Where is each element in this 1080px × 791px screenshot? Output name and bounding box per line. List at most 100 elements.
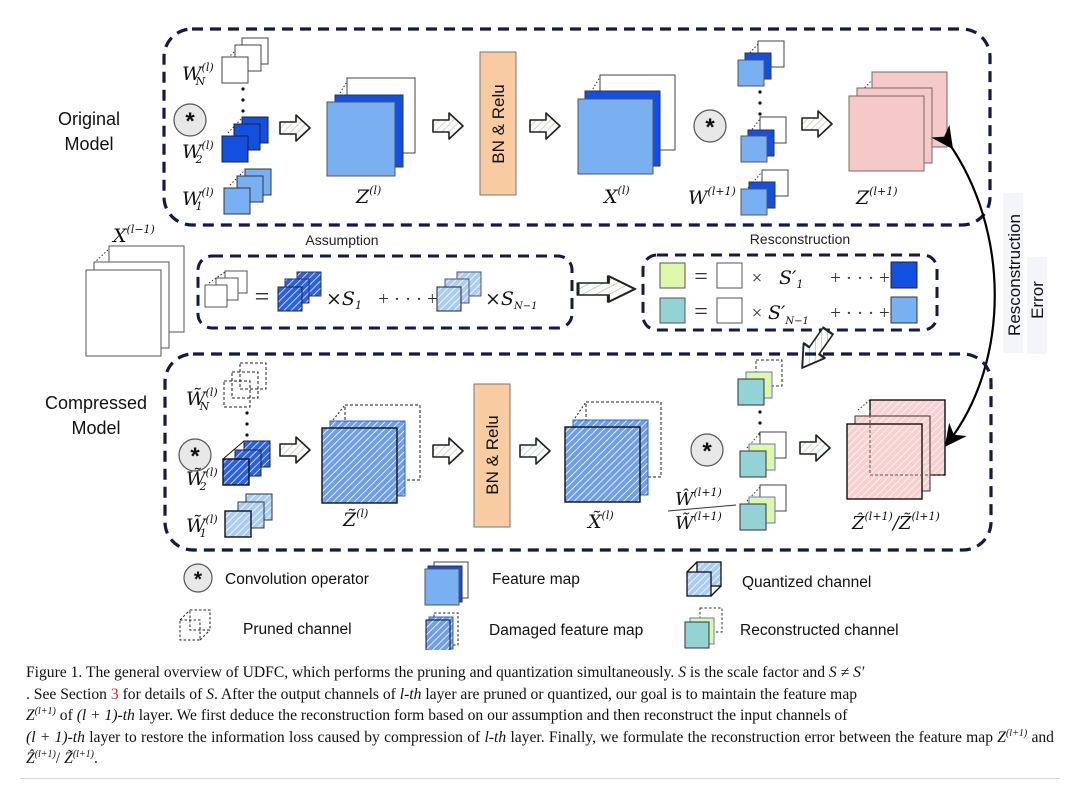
reconstructed-channel-stack-mid-icon	[739, 431, 787, 478]
flow-arrow-icon	[519, 437, 551, 465]
pruned-channel-stack-icon	[223, 362, 267, 408]
svg-text:Quantized channel: Quantized channel	[742, 574, 871, 591]
compressed-model-frame	[163, 352, 993, 552]
figure-caption: Figure 1. The general overview of UDFC, …	[26, 664, 1054, 767]
reconstruction-error-label-line1: Resconstruction	[1005, 214, 1024, 336]
compressed-model-row: Compressed Model * W̃(l)N W̃(l)2	[45, 352, 993, 552]
damaged-feature-map-icon	[425, 612, 459, 650]
svg-text:Feature map: Feature map	[492, 571, 580, 588]
section-reference-link[interactable]: 3	[110, 685, 119, 703]
w-tilde-1-label: W̃(l)1	[186, 513, 218, 540]
convolution-operator-icon: *	[178, 438, 212, 472]
legend-item-damaged: Damaged feature map	[425, 612, 643, 650]
svg-text:Reconstructed channel: Reconstructed channel	[740, 622, 899, 639]
legend-item-pruned: Pruned channel	[179, 609, 352, 641]
svg-text:+ · · · +: + · · · +	[830, 303, 889, 324]
svg-text:S′1: S′1	[779, 267, 803, 291]
w1-label: W(l)1	[182, 186, 214, 213]
original-model-frame	[162, 27, 992, 227]
next-weight-stack-mid-icon	[740, 116, 787, 163]
quantized-channel-stack-w1-icon	[224, 493, 273, 538]
svg-text:*: *	[194, 568, 203, 591]
damaged-feature-map-x-icon	[564, 401, 662, 503]
legend-item-quantized: Quantized channel	[686, 561, 871, 597]
input-feature-map-icon	[85, 245, 185, 357]
channel-dark-blue-icon	[890, 261, 918, 289]
channel-light-blue-icon	[890, 296, 918, 324]
udfc-overview-diagram: Original Model * W(l)N W(l)2	[45, 27, 1047, 650]
svg-text:*: *	[190, 443, 200, 470]
ellipsis-dots	[758, 90, 762, 116]
original-channel-stack-icon	[204, 270, 248, 308]
x-label: X(l)	[602, 184, 630, 208]
svg-text:×SN−1: ×SN−1	[485, 288, 537, 312]
ellipsis-dots	[245, 411, 249, 437]
caption-divider	[20, 778, 1060, 779]
quantized-channel-stack-w2-icon	[222, 440, 271, 486]
svg-text:=: =	[255, 282, 270, 311]
reconstructed-channel-stack-top-icon	[737, 359, 783, 406]
svg-text:Convolution operator: Convolution operator	[225, 571, 369, 588]
quantized-channel-stack-dark-icon	[277, 271, 322, 312]
next-weight-stack-bottom-icon	[740, 169, 789, 216]
z-output-label: Ẑ(l+1)/Z̃(l+1)	[851, 510, 940, 534]
svg-text:*: *	[702, 438, 712, 465]
flow-arrow-icon	[432, 437, 464, 465]
reconstruction-to-compressed-arrow-icon	[790, 322, 840, 377]
flow-arrow-icon	[799, 434, 831, 462]
flow-arrow-icon	[432, 112, 464, 140]
ellipsis-dots	[241, 87, 245, 113]
z-label: Z(l)	[355, 184, 381, 208]
feature-map-z-icon	[326, 77, 416, 177]
reconstruction-error-label-line2: Error	[1028, 281, 1047, 319]
weight-stack-w1-icon	[223, 168, 272, 215]
legend-item-feature-map: Feature map	[424, 561, 580, 606]
feature-map-icon	[424, 561, 469, 606]
next-weight-stack-top-icon	[737, 40, 785, 87]
svg-text:S′N−1: S′N−1	[768, 302, 809, 327]
assumption-box: Assumption = ×S1 + · · · + ×SN−1	[196, 232, 574, 330]
reconstructed-channel-stack-bottom-icon	[739, 484, 787, 531]
original-model-label-line2: Model	[64, 134, 113, 154]
legend-item-reconstructed: Reconstructed channel	[684, 607, 899, 649]
compressed-model-label-line1: Compressed	[45, 393, 147, 413]
w2-label: W(l)2	[182, 139, 214, 166]
svg-text:Pruned channel: Pruned channel	[243, 621, 352, 638]
convolution-operator-icon: *	[183, 563, 213, 593]
damaged-feature-map-z-icon	[321, 404, 421, 504]
svg-text:=: =	[694, 264, 708, 290]
convolution-operator-icon: *	[693, 109, 727, 143]
flow-arrow-icon	[801, 110, 833, 138]
flow-arrow-icon	[529, 112, 561, 140]
svg-text:×: ×	[752, 268, 763, 289]
weight-stack-wnl-icon	[221, 37, 269, 84]
reconstruction-box: Resconstruction = × S′1 + · · · + = × S′…	[641, 231, 939, 332]
w-nl-label: W(l)N	[182, 61, 214, 88]
quantized-channel-stack-light-icon	[436, 271, 482, 312]
reconstruction-error-arrow	[931, 124, 996, 448]
w-tilde-nl-label: W̃(l)N	[186, 386, 218, 413]
reconstruction-title: Resconstruction	[750, 231, 850, 247]
svg-text:*: *	[185, 108, 195, 135]
x-tilde-label: X̃(l)	[586, 509, 614, 533]
svg-text:BN & Relu: BN & Relu	[489, 84, 508, 163]
legend: * Convolution operator Feature map Quant…	[179, 561, 899, 650]
bn-relu-block: BN & Relu	[479, 51, 517, 196]
convolution-operator-icon: *	[173, 103, 207, 137]
reconstructed-channel-icon	[684, 607, 723, 649]
reconstructed-channel-lime-icon	[659, 262, 686, 289]
z-next-label: Z(l+1)	[855, 185, 898, 209]
svg-text:×S1: ×S1	[326, 288, 362, 312]
svg-text:*: *	[705, 114, 715, 141]
svg-text:+ · · · +: + · · · +	[378, 289, 437, 310]
feature-map-x-icon	[577, 74, 676, 175]
original-model-label-line1: Original	[58, 109, 120, 129]
flow-arrow-icon	[279, 114, 311, 142]
svg-text:×: ×	[752, 303, 763, 324]
quantized-channel-icon	[686, 561, 722, 597]
convolution-operator-icon: *	[690, 433, 724, 467]
w-tilde-2-label: W̃(l)2	[186, 466, 218, 493]
w-tilde-next-label: W̃(l+1)	[675, 510, 722, 534]
legend-item-convolution: * Convolution operator	[183, 563, 369, 593]
svg-text:Damaged feature map: Damaged feature map	[489, 622, 643, 639]
